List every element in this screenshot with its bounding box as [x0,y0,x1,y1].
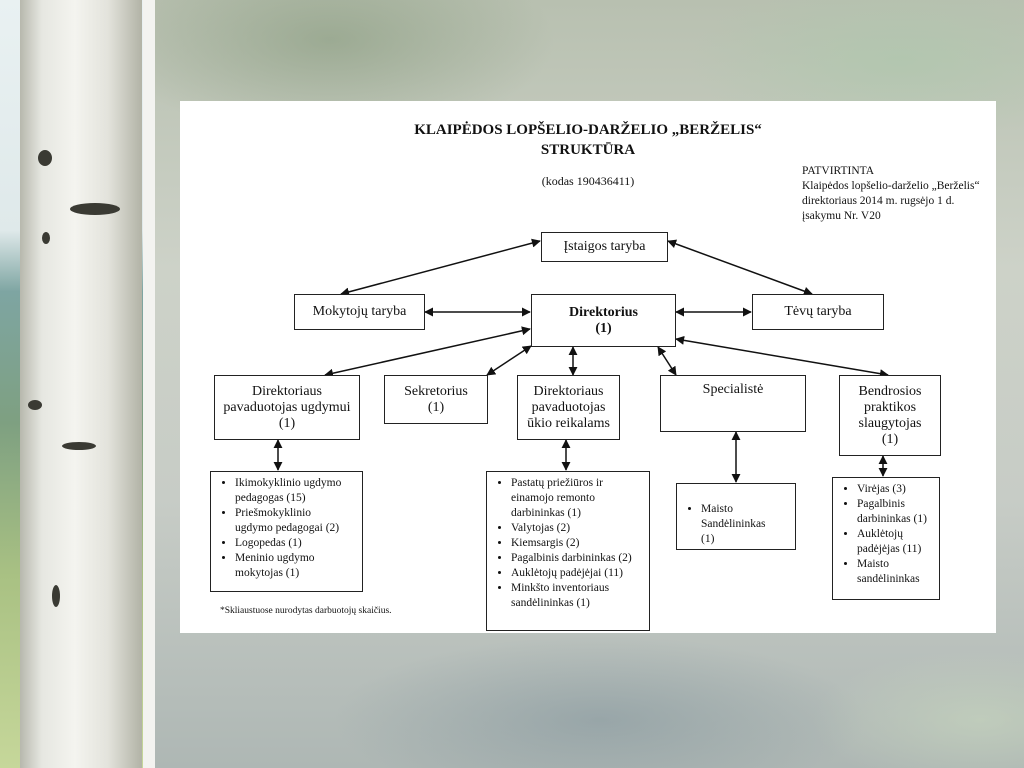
birch-photo [0,0,155,768]
list-item: Virėjas (3) [857,482,935,497]
node-nurse: Bendrosios praktikos slaugytojas (1) [839,375,941,456]
node-line: ūkio reikalams [527,415,610,431]
node-line: (1) [881,431,899,447]
org-chart-document: KLAIPĖDOS LOPŠELIO-DARŽELIO „BERŽELIS“ S… [180,101,996,633]
list-item: Maisto Sandėlininkas(1) [701,502,791,547]
node-line: (1) [427,399,445,415]
birch-trunk [20,0,142,768]
bark-mark [42,232,50,244]
list-item: Auklėtojų padėjėjai (11) [511,566,645,581]
arrow-council-teachers [340,238,541,297]
node-line: Sekretorius [404,383,468,399]
node-director-label: Direktorius [569,304,638,320]
arrow-director-specialist [657,346,677,376]
approval-note: PATVIRTINTA Klaipėdos lopšelio-darželio … [802,164,980,224]
node-line: slaugytojas [858,415,922,431]
node-teachers-council: Mokytojų taryba [294,294,425,330]
node-line: Direktoriaus [252,383,322,399]
node-line: Direktoriaus [533,383,604,399]
arrow-director-nurse [675,335,889,379]
node-parents-council: Tėvų taryba [752,294,884,330]
bark-mark [70,203,120,215]
node-parents-council-label: Tėvų taryba [784,304,852,319]
node-deputy-education: Direktoriaus pavaduotojas ugdymui (1) [214,375,360,440]
node-secretary: Sekretorius (1) [384,375,488,424]
node-line: praktikos [863,399,917,415]
bark-mark [52,585,60,607]
bark-mark [62,442,96,450]
node-director-count: (1) [595,320,612,336]
node-council: Įstaigos taryba [541,232,668,262]
node-deputy-economy: Direktoriaus pavaduotojas ūkio reikalams [517,375,620,440]
approval-line: direktoriaus 2014 m. rugsėjo 1 d. [802,195,955,207]
node-line: Bendrosios [858,383,922,399]
bark-mark [38,150,52,166]
node-specialist-label: Specialistė [702,382,764,397]
chart-title-line2: STRUKTŪRA [540,142,636,158]
list-item: Pagalbinis darbininkas (2) [511,551,645,566]
node-director: Direktorius (1) [531,294,676,347]
node-teachers-council-label: Mokytojų taryba [312,304,407,319]
arrow-council-parents [667,239,813,296]
node-specialist: Specialistė [660,375,806,432]
arrow-director-deputy-education [324,326,531,378]
list-item: Valytojas (2) [511,521,645,536]
connector-layer [273,238,889,483]
node-council-label: Įstaigos taryba [563,239,646,254]
node-line: pavaduotojas ugdymui [223,399,351,415]
approval-line: Klaipėdos lopšelio-darželio „Berželis“ [802,180,980,192]
arrow-director-secretary [486,345,532,376]
approval-line: įsakymu Nr. V20 [802,210,881,222]
node-line: pavaduotojas [531,399,606,415]
bark-mark [28,400,42,410]
node-line: (1) [278,415,296,431]
slide-divider [143,0,155,768]
approval-line: PATVIRTINTA [802,165,875,177]
list-specialist-staff: Maisto Sandėlininkas(1) [676,483,796,550]
list-item: Kiemsargis (2) [511,536,645,551]
footnote: *Skliaustuose nurodytas darbuotojų skaič… [220,606,392,616]
institution-code: (kodas 190436411) [541,174,635,188]
list-item: Logopedas (1) [235,536,358,551]
chart-title-line1: KLAIPĖDOS LOPŠELIO-DARŽELIO „BERŽELIS“ [414,122,762,138]
